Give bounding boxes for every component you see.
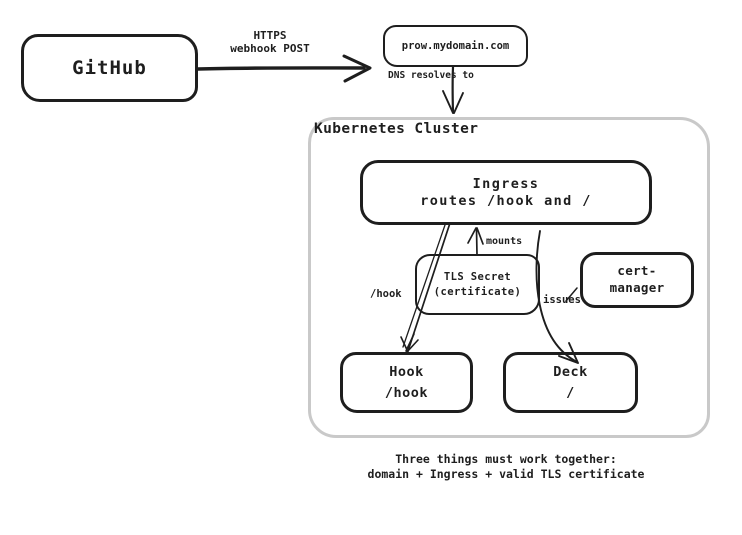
webhook-post-label-line1: HTTPS bbox=[253, 29, 287, 42]
dns-arrow-head bbox=[442, 90, 464, 114]
deck-label-line1: Deck bbox=[553, 364, 588, 381]
ingress-label-line2: routes /hook and / bbox=[420, 192, 592, 209]
hook-node: Hook /hook bbox=[340, 352, 473, 413]
caption-line1: Three things must work together: bbox=[395, 452, 617, 466]
webhook-arrow-head bbox=[342, 54, 372, 83]
cert-manager-label-line1: cert- bbox=[617, 263, 657, 279]
tls-secret-label-line2: (certificate) bbox=[433, 285, 522, 298]
webhook-post-label: HTTPS webhook POST bbox=[200, 29, 340, 55]
hook-label-line2: /hook bbox=[384, 384, 429, 401]
tls-secret-label-line1: TLS Secret bbox=[443, 271, 512, 284]
ingress-node: Ingress routes /hook and / bbox=[360, 160, 652, 225]
kubernetes-cluster-container bbox=[308, 117, 710, 438]
webhook-arrow-shaft bbox=[196, 66, 366, 71]
github-node: GitHub bbox=[21, 34, 198, 102]
hook-route-label: /hook bbox=[370, 288, 402, 300]
deck-node: Deck / bbox=[503, 352, 638, 413]
cert-manager-node: cert- manager bbox=[580, 252, 694, 308]
ingress-label-line1: Ingress bbox=[472, 176, 540, 193]
cert-manager-label-line2: manager bbox=[609, 280, 665, 295]
kubernetes-cluster-label: Kubernetes Cluster bbox=[314, 121, 479, 137]
prow-domain-node: prow.mydomain.com bbox=[383, 25, 528, 67]
github-label: GitHub bbox=[72, 57, 147, 79]
caption-line2: domain + Ingress + valid TLS certificate bbox=[367, 466, 645, 481]
dns-resolves-label: DNS resolves to bbox=[388, 70, 474, 81]
webhook-post-label-line2: webhook POST bbox=[230, 42, 310, 55]
deck-label-line2: / bbox=[566, 384, 575, 401]
prow-domain-label: prow.mydomain.com bbox=[401, 40, 510, 52]
hook-label-line1: Hook bbox=[389, 364, 424, 381]
issues-label: issues bbox=[543, 294, 581, 306]
diagram-caption: Three things must work together: domain … bbox=[346, 452, 666, 481]
tls-secret-node: TLS Secret (certificate) bbox=[415, 254, 540, 315]
mounts-label: mounts bbox=[486, 236, 523, 247]
